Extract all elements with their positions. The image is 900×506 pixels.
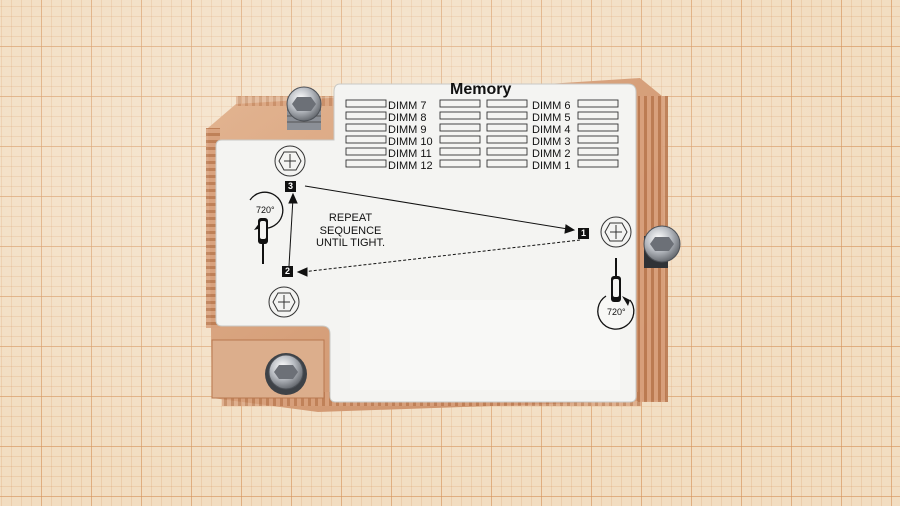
dimm-slot-pictograms	[345, 99, 619, 168]
screw-hole-icon-2	[268, 286, 300, 318]
dimm-label: DIMM 10	[388, 136, 433, 148]
dimm-label: DIMM 6	[532, 100, 571, 112]
screwdriver-icon-right	[611, 258, 621, 302]
dimm-label: DIMM 4	[532, 124, 571, 136]
step-number-2: 2	[282, 266, 293, 277]
rotation-arrow-icon-right	[597, 295, 635, 330]
dimm-label: DIMM 2	[532, 148, 571, 160]
label-sticker	[215, 83, 637, 403]
repeat-instruction: REPEAT SEQUENCE UNTIL TIGHT.	[316, 212, 386, 249]
sequence-arrows	[288, 185, 581, 277]
memory-label: Memory DIMM 7 DIMM 8 DIMM 9 DIMM 10 DIMM…	[214, 80, 638, 404]
step-number-1: 1	[578, 228, 589, 239]
screw-hole-icon-1	[600, 216, 632, 248]
dimm-label: DIMM 7	[388, 100, 427, 112]
screwdriver-icon-left	[258, 218, 268, 264]
dimm-label: DIMM 5	[532, 112, 571, 124]
step-number-3: 3	[285, 181, 296, 192]
dimm-label: DIMM 9	[388, 124, 427, 136]
memory-title: Memory	[450, 81, 512, 98]
dimm-label: DIMM 3	[532, 136, 571, 148]
dimm-label: DIMM 8	[388, 112, 427, 124]
rotation-label-left: 720°	[256, 205, 275, 215]
rotation-label-right: 720°	[607, 307, 626, 317]
dimm-label: DIMM 11	[388, 148, 432, 160]
screw-bottom-left	[265, 353, 307, 395]
dimm-label: DIMM 12	[388, 160, 433, 172]
dimm-label: DIMM 1	[532, 160, 571, 172]
screw-right	[643, 225, 681, 268]
screw-top-left	[286, 86, 322, 130]
screw-hole-icon-3	[274, 145, 306, 177]
